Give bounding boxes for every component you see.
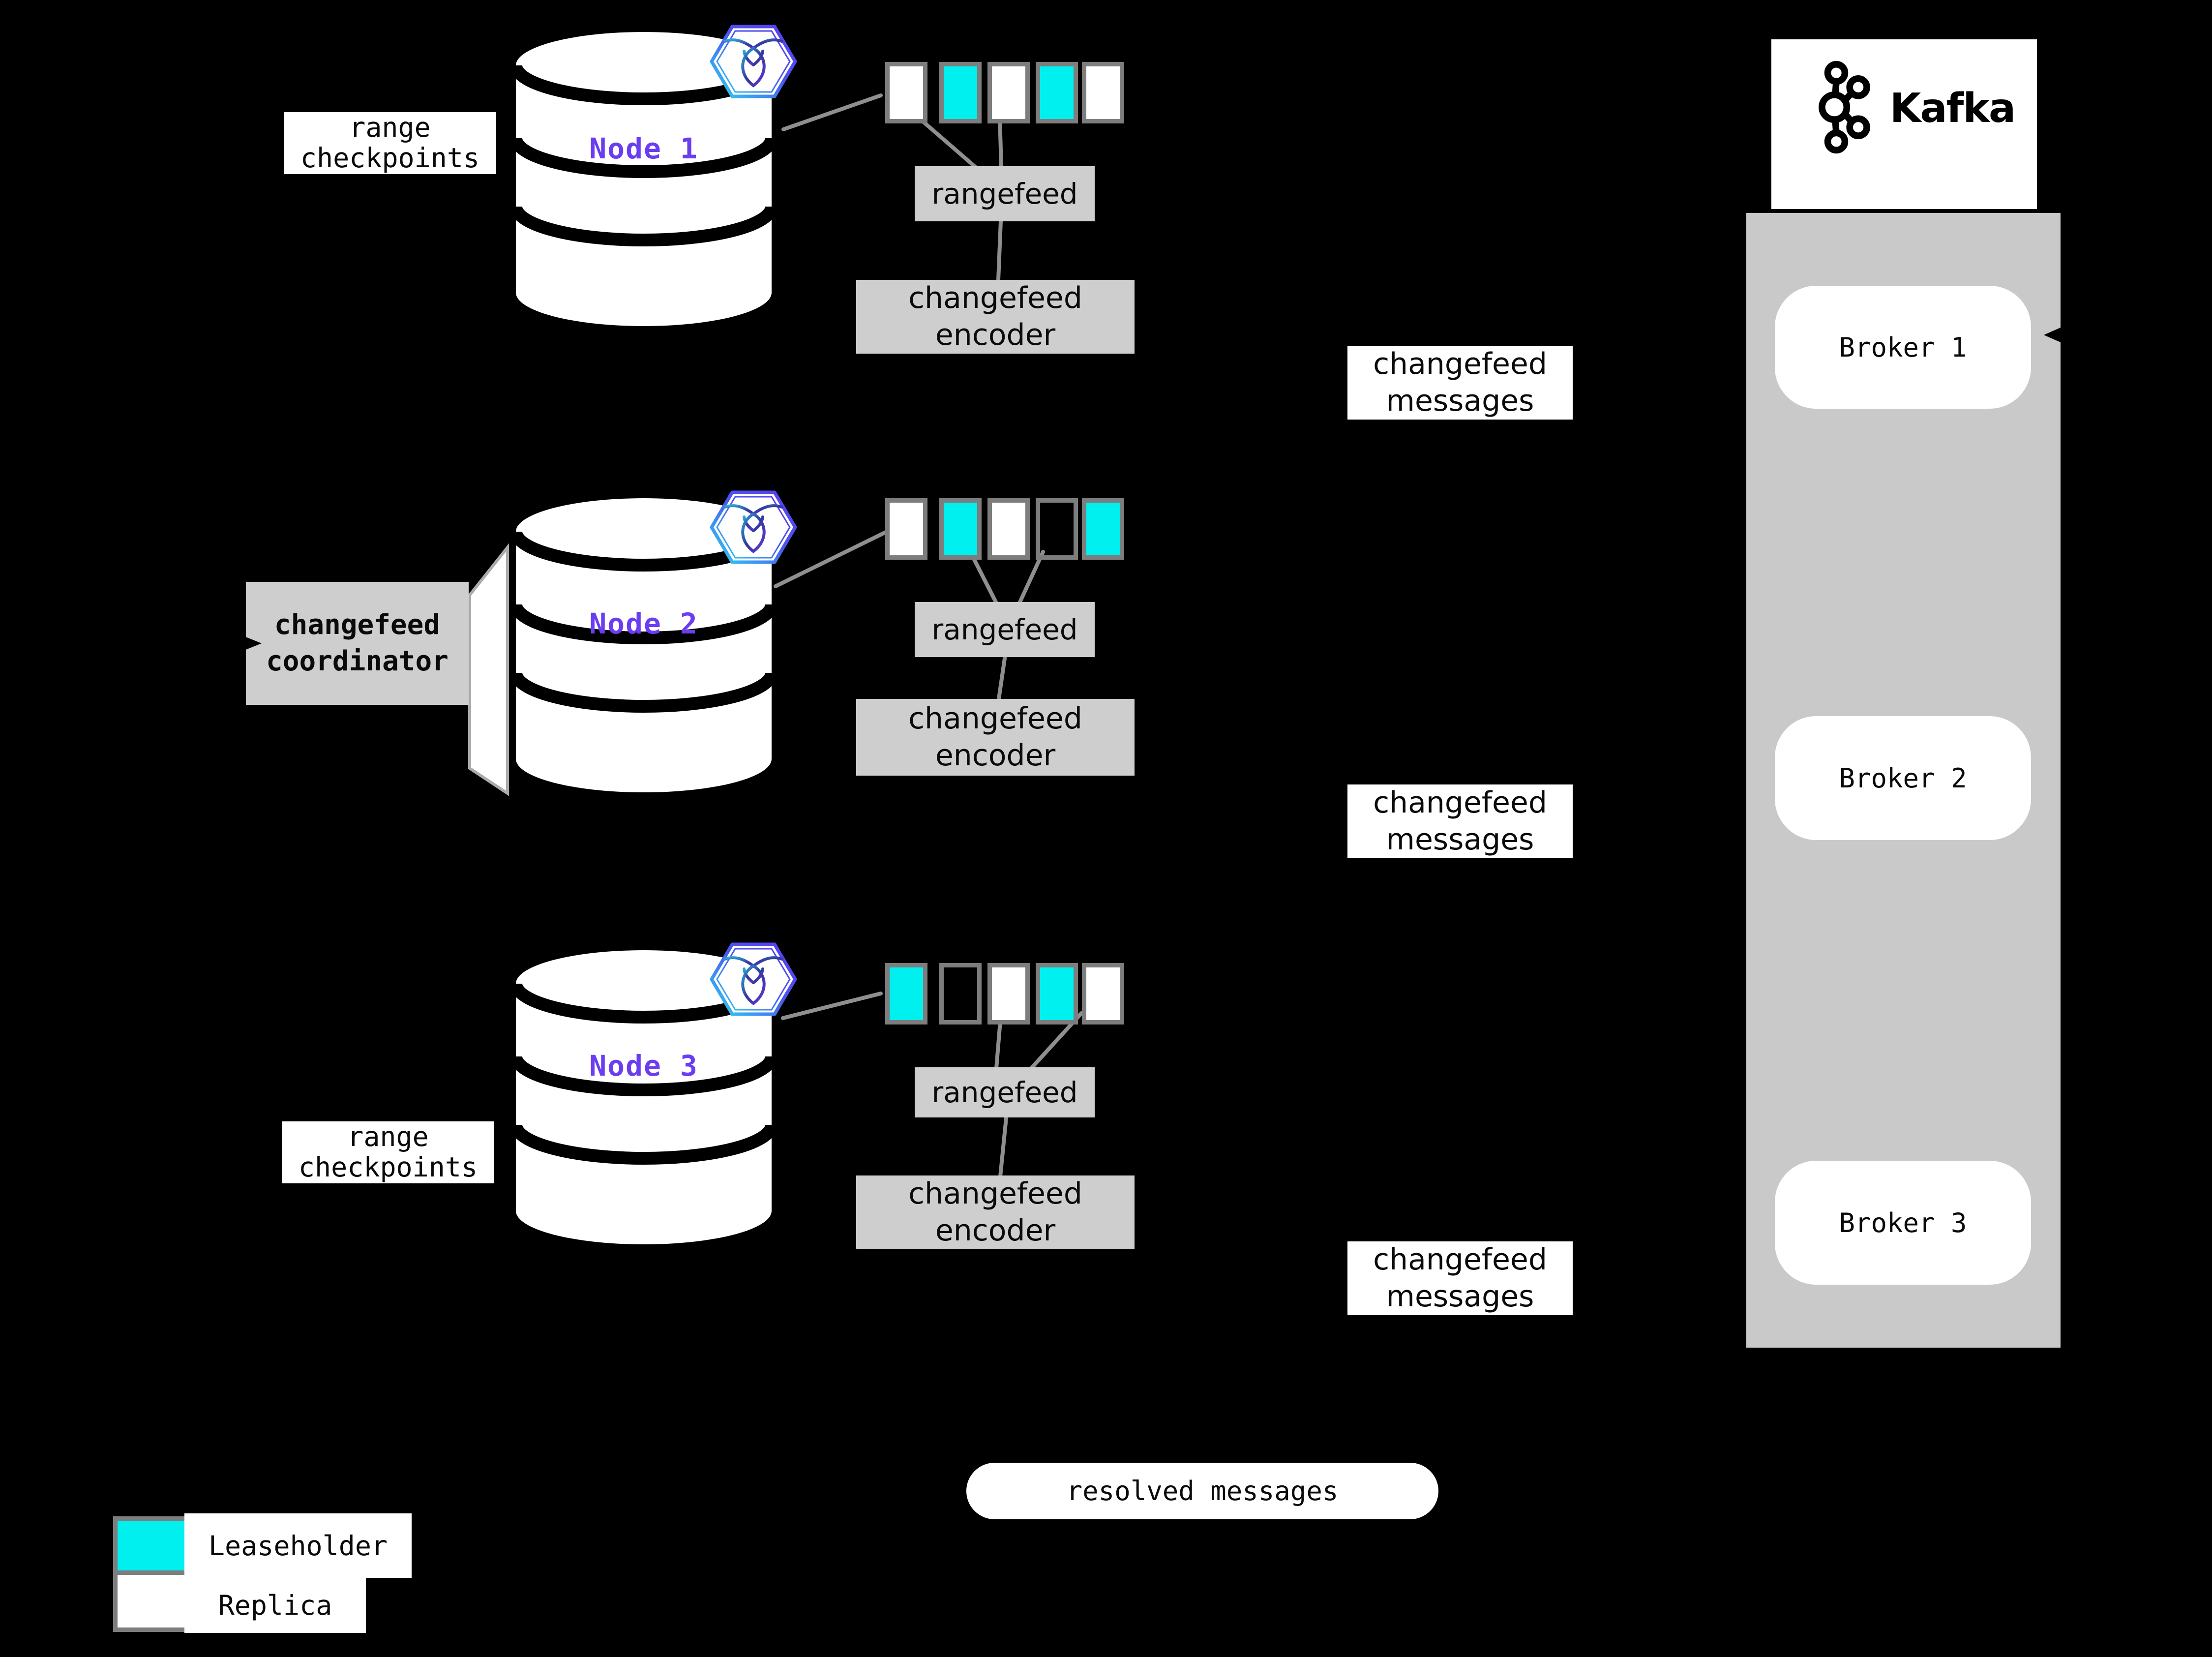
range-square — [1036, 963, 1078, 1024]
line-node1-to-ranges — [781, 93, 883, 131]
line-range-to-rangefeed-2a — [968, 550, 998, 604]
line-range-to-rangefeed-2b — [1018, 550, 1045, 604]
line-node3-to-ranges — [781, 992, 883, 1020]
range-square — [987, 963, 1030, 1024]
line-node2-to-ranges — [774, 530, 888, 588]
range-checkpoints-label-bottom: range checkpoints — [282, 1121, 494, 1183]
cockroachdb-logo-icon — [710, 490, 797, 564]
range-square — [885, 963, 927, 1024]
range-square — [885, 62, 927, 123]
range-square — [1082, 62, 1124, 123]
range-square — [987, 62, 1030, 123]
kafka-broker-2: Broker 2 — [1775, 716, 2031, 840]
line-range-to-rangefeed-1a — [915, 114, 978, 169]
node3-label: Node 3 — [589, 1049, 698, 1083]
legend-leaseholder-label: Leaseholder — [184, 1513, 412, 1578]
line-range-to-rangefeed-1b — [998, 114, 1003, 169]
range-checkpoints-label-top: range checkpoints — [284, 112, 496, 174]
cockroachdb-logo-icon — [710, 942, 797, 1016]
changefeed-messages-label-2: changefeed messages — [1347, 784, 1573, 858]
kafka-logo-icon — [1819, 60, 1870, 154]
range-square — [1082, 498, 1124, 560]
kafka-logo-card — [1771, 39, 2037, 209]
range-square — [1036, 498, 1078, 560]
range-square — [939, 498, 982, 560]
range-square — [939, 963, 982, 1024]
line-rangefeed-to-encoder-2 — [997, 650, 1008, 701]
cockroachdb-logo-icon — [710, 25, 797, 98]
coordinator-bracket-shape — [468, 543, 509, 796]
node1-database-cylinder-icon — [515, 32, 773, 326]
node3-database-cylinder-icon — [515, 950, 773, 1244]
range-square — [987, 498, 1030, 560]
node2-label: Node 2 — [589, 607, 698, 640]
legend-replica-swatch — [113, 1570, 191, 1632]
line-rangefeed-to-encoder-1 — [996, 219, 1003, 282]
legend-replica-label: Replica — [184, 1578, 366, 1633]
kafka-title: Kafka — [1889, 85, 2016, 132]
changefeed-encoder-box: changefeed encoder — [856, 280, 1135, 354]
changefeed-encoder-box: changefeed encoder — [856, 699, 1135, 776]
changefeed-encoder-box: changefeed encoder — [856, 1175, 1135, 1249]
changefeed-coordinator-box: changefeed coordinator — [246, 582, 469, 705]
changefeed-messages-label-3: changefeed messages — [1347, 1241, 1573, 1315]
rangefeed-box: rangefeed — [915, 1067, 1095, 1117]
node1-label: Node 1 — [589, 132, 698, 165]
range-square — [1082, 963, 1124, 1024]
kafka-broker-1: Broker 1 — [1775, 286, 2031, 409]
node2-database-cylinder-icon — [515, 498, 773, 792]
range-square — [939, 62, 982, 123]
legend-leaseholder-swatch — [113, 1516, 191, 1579]
range-square — [1036, 62, 1078, 123]
resolved-messages-label: resolved messages — [966, 1463, 1438, 1519]
rangefeed-box: rangefeed — [915, 166, 1095, 221]
kafka-broker-3: Broker 3 — [1775, 1161, 2031, 1285]
rangefeed-box: rangefeed — [915, 602, 1095, 657]
line-rangefeed-to-encoder-3 — [998, 1116, 1008, 1178]
changefeed-messages-label-1: changefeed messages — [1347, 346, 1573, 420]
range-square — [885, 498, 927, 560]
